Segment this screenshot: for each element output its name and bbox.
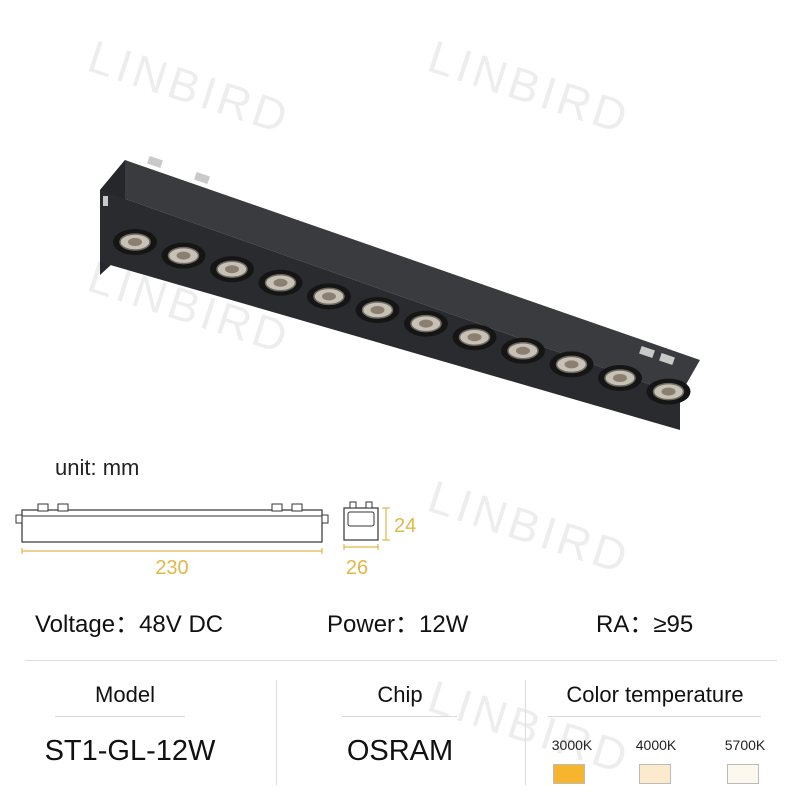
power-spec: Power：12W — [327, 611, 469, 638]
led-core — [661, 387, 676, 396]
watermark: LINBIRD — [422, 469, 638, 585]
led-core — [419, 319, 433, 328]
unit-label: unit: mm — [55, 455, 140, 480]
color-temp-label: 5700K — [724, 737, 766, 753]
led-core — [370, 306, 385, 314]
profile-side — [21, 509, 323, 543]
led-core — [467, 333, 482, 342]
led-core — [322, 292, 336, 301]
led-core — [564, 360, 579, 369]
led-core — [273, 278, 288, 287]
led-core — [613, 374, 627, 382]
chip-underline — [342, 716, 457, 717]
ra-spec: RA：≥95 — [596, 611, 694, 638]
swatch-3000k — [553, 764, 585, 784]
height-label: 24 — [394, 515, 416, 537]
product-image — [100, 155, 700, 430]
swatch-5700k — [727, 764, 759, 784]
length-label: 230 — [155, 557, 188, 579]
voltage-spec: Voltage：48V DC — [35, 611, 224, 638]
chip-header: Chip — [377, 682, 423, 707]
led-core — [176, 251, 191, 260]
swatch-4000k — [639, 764, 671, 784]
led-core — [516, 346, 530, 355]
color-temp-label: 4000K — [635, 737, 677, 753]
model-value: ST1-GL-12W — [44, 735, 216, 767]
color-temp-header: Color temperature — [566, 682, 744, 707]
model-header: Model — [95, 682, 155, 707]
divider — [25, 660, 777, 661]
column-divider — [276, 680, 277, 785]
color-temp-label: 3000K — [551, 737, 593, 753]
column-divider — [525, 680, 526, 785]
width-label: 26 — [346, 557, 368, 579]
led-core — [128, 238, 142, 246]
led-core — [225, 265, 239, 274]
dimension-drawing: 230 26 24 — [15, 501, 416, 579]
chip-value: OSRAM — [346, 735, 454, 767]
color-temp-underline — [548, 716, 761, 717]
model-underline — [55, 716, 185, 717]
